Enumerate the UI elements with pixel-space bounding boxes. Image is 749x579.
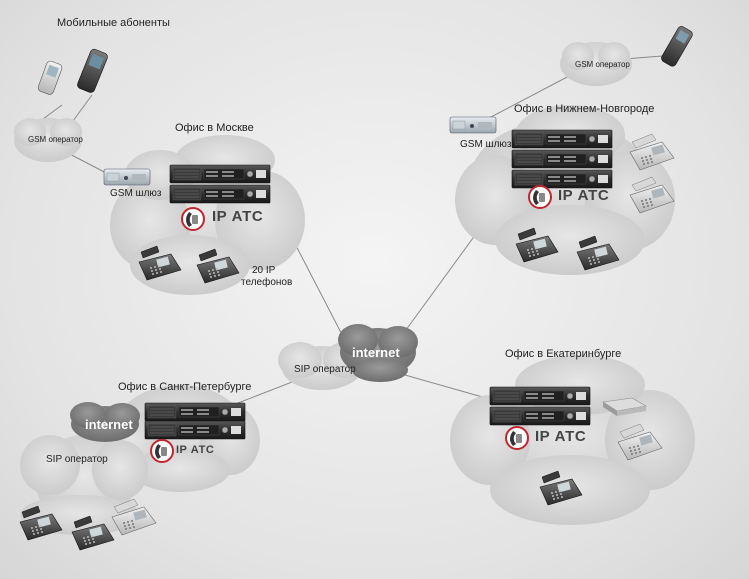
label-ip-phones-word: телефонов <box>241 277 293 288</box>
server-spb-1 <box>144 402 246 422</box>
ip-atc-logo-spb <box>150 439 174 463</box>
label-moscow-office: Офис в Москве <box>175 122 254 134</box>
ip-atc-logo-nn <box>528 185 552 209</box>
ip-atc-logo-moscow <box>181 207 205 231</box>
label-gsm-operator-left: GSM оператор <box>28 135 83 144</box>
server-nn-3 <box>511 169 613 189</box>
server-spb-2 <box>144 420 246 440</box>
cloud-gsm-left <box>14 118 82 162</box>
label-ip-phones-count: 20 IP <box>252 265 276 276</box>
label-ip-atc-nn: IP АТС <box>558 187 610 204</box>
server-nn-1 <box>511 129 613 149</box>
mobile-phone-right <box>661 26 693 67</box>
label-ip-atc-spb: IP АТС <box>176 444 215 456</box>
server-nn-2 <box>511 149 613 169</box>
server-ekb-1 <box>489 386 591 406</box>
gsm-gateway-moscow <box>103 168 151 186</box>
cloud-internet-spb <box>70 402 140 442</box>
label-ip-atc-ekb: IP АТС <box>535 428 587 445</box>
label-internet-center: internet <box>352 345 400 360</box>
label-nn-office: Офис в Нижнем-Новгороде <box>514 103 655 115</box>
label-sip-operator-spb: SIP оператор <box>46 454 108 465</box>
label-gsm-gateway-nn: GSM шлюз <box>460 139 512 150</box>
mobile-phone-left-2 <box>77 48 108 93</box>
label-spb-office: Офис в Санкт-Петербурге <box>118 381 252 393</box>
ip-atc-logo-ekb <box>505 426 529 450</box>
label-ip-atc-moscow: IP АТС <box>212 208 264 225</box>
server-ekb-2 <box>489 406 591 426</box>
mobile-phone-left-1 <box>37 60 63 95</box>
label-internet-spb: internet <box>85 417 133 432</box>
label-gsm-operator-right: GSM оператор <box>575 60 630 69</box>
cloud-gsm-right <box>560 42 632 86</box>
cloud-internet-center <box>338 324 418 382</box>
label-sip-operator-center: SIP оператор <box>294 364 356 375</box>
server-moscow-1 <box>169 164 271 184</box>
label-mobile-subscribers: Мобильные абоненты <box>57 17 170 29</box>
gsm-gateway-nn <box>449 116 497 134</box>
label-gsm-gateway-moscow: GSM шлюз <box>110 188 162 199</box>
label-ekb-office: Офис в Екатеринбурге <box>505 348 622 360</box>
server-moscow-2 <box>169 184 271 204</box>
gateway-ekb <box>602 397 647 416</box>
